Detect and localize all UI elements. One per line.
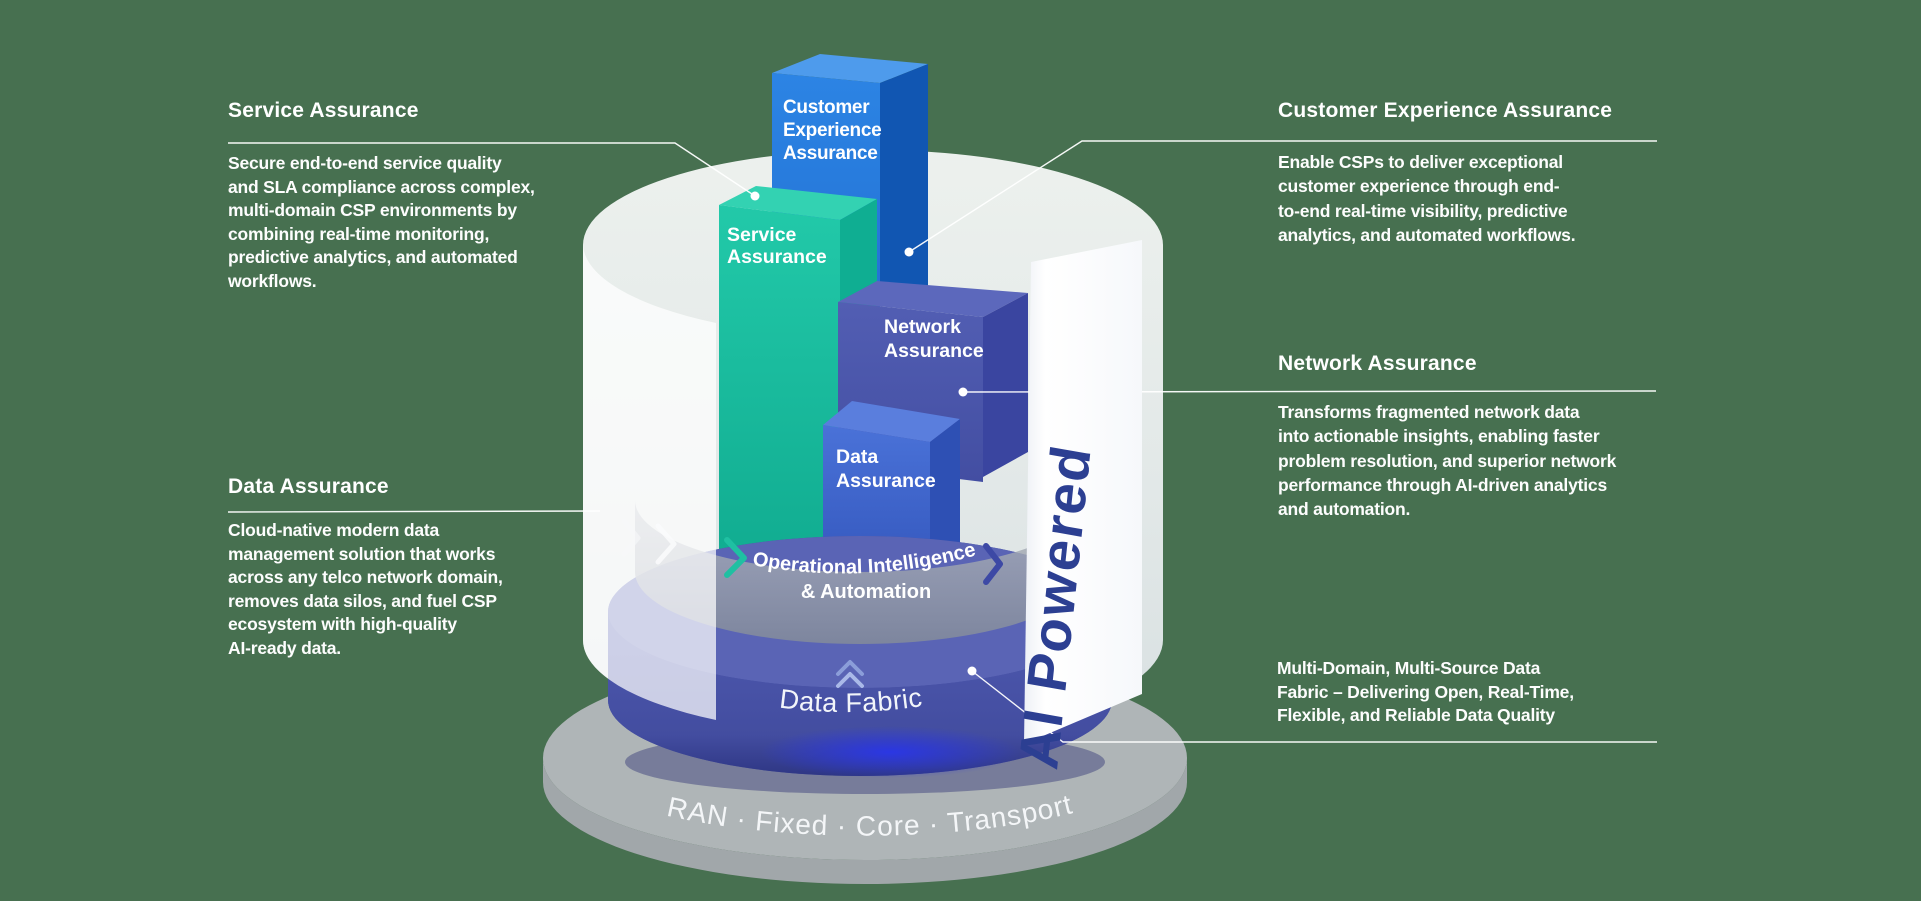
chevron-right-icon — [983, 543, 1003, 585]
service-connector-line — [228, 142, 756, 197]
network-bar-side — [983, 293, 1028, 477]
data-assurance-block: Data Assurance Cloud-native modern data … — [228, 475, 588, 660]
service-assurance-title: Service Assurance — [228, 99, 419, 122]
cea-title: Customer Experience Assurance — [1278, 99, 1613, 122]
network-assurance-body: Transforms fragmented network data into … — [1278, 402, 1617, 520]
base-disc-rim — [543, 758, 1187, 884]
service-assurance-block: Service Assurance Secure end-to-end serv… — [228, 99, 588, 293]
svg-text:Assurance: Assurance — [727, 246, 827, 268]
service-bar-front — [719, 205, 840, 600]
network-connector-dot — [958, 387, 968, 397]
chevron-right-icon — [724, 537, 747, 578]
up-chevron-icon — [836, 660, 864, 676]
cea-body: Enable CSPs to deliver exceptional custo… — [1278, 152, 1576, 245]
fabric-note-block: Multi-Domain, Multi-Source Data Fabric –… — [1277, 657, 1677, 728]
service-bar-label: Service — [727, 224, 797, 246]
white-cylinder-front-left-wall — [582, 245, 716, 720]
network-assurance-block: Network Assurance Transforms fragmented … — [1278, 352, 1688, 521]
svg-text:Assurance: Assurance — [783, 143, 877, 164]
fabric-label: Data Fabric — [778, 682, 924, 718]
data-bar-label: Data — [836, 446, 878, 468]
network-bar-top — [838, 281, 1028, 317]
cea-bar-label: Customer — [783, 97, 870, 118]
fabric-connector-dot — [967, 666, 977, 676]
oi-ring-label-line2: & Automation — [801, 581, 931, 603]
svg-text:Assurance: Assurance — [884, 340, 984, 362]
cea-connector-dot — [904, 247, 914, 257]
cea-bar-side — [880, 64, 928, 303]
up-chevron-icon — [836, 672, 864, 688]
data-connector-line — [227, 510, 601, 513]
connector-dots — [750, 191, 977, 676]
data-bar-top — [823, 401, 960, 442]
data-assurance-title: Data Assurance — [228, 475, 389, 498]
fabric-glow — [760, 726, 1020, 778]
fabric-connector-line — [971, 670, 1657, 743]
data-assurance-body: Cloud-native modern data management solu… — [228, 520, 503, 658]
network-bar-label: Network — [884, 316, 961, 338]
svg-text:Assurance: Assurance — [836, 470, 936, 492]
cea-bar-top — [772, 54, 928, 83]
network-assurance-title: Network Assurance — [1278, 352, 1477, 375]
svg-text:Experience: Experience — [783, 120, 881, 141]
ai-band-face — [1024, 240, 1142, 744]
cea-block: Customer Experience Assurance Enable CSP… — [1278, 99, 1678, 247]
fabric-note-body: Multi-Domain, Multi-Source Data Fabric –… — [1277, 658, 1574, 725]
oi-ring-band — [635, 500, 1085, 644]
service-connector-dot — [750, 191, 760, 201]
service-assurance-body: Secure end-to-end service quality and SL… — [228, 153, 535, 291]
cea-connector-line — [908, 140, 1657, 253]
